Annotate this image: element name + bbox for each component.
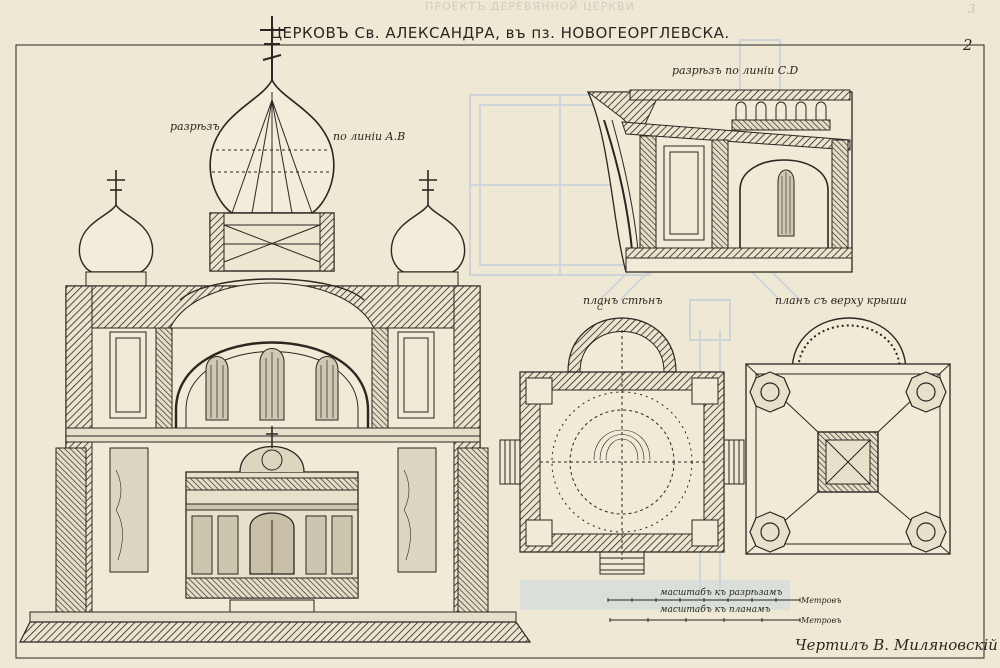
iconostasis	[185, 426, 359, 599]
corner-mark: 3	[968, 2, 976, 16]
section-ab-drawing	[19, 16, 532, 643]
scale-unit-1: Метровъ	[801, 596, 842, 605]
right-dome	[390, 203, 466, 273]
plan-roof-label: планъ съ верху крыши	[775, 294, 907, 307]
main-arch	[174, 341, 370, 428]
right-cross	[419, 170, 437, 205]
sheet-number: 2	[963, 36, 973, 54]
plan-point-label: C	[597, 303, 604, 312]
section-ab-label-part2: по линіи A.B	[333, 130, 406, 143]
left-cross	[107, 170, 125, 205]
section-cd-drawing	[586, 89, 853, 273]
sheet-frame	[15, 44, 985, 659]
sheet-title: ЦЕРКОВЪ Св. АЛЕКСАНДРА, въ пз. НОВОГЕОРГ…	[270, 24, 730, 42]
parapet-arches	[731, 101, 831, 131]
scale-sections-label: масштабъ къ разрѣзамъ	[660, 588, 783, 598]
left-dome	[78, 203, 154, 273]
draftsman-signature: Чертилъ В. Миляновскій	[795, 636, 998, 654]
plan-walls-label: планъ стѣнъ	[583, 294, 663, 307]
scale-plans-label: масштабъ къ планамъ	[660, 605, 771, 615]
section-cd-label: разрѣзъ по линіи C.D	[672, 64, 799, 77]
section-ab-label-part1: разрѣзъ	[170, 120, 220, 133]
plan-walls-drawing	[499, 317, 745, 575]
plan-roof-drawing	[745, 317, 951, 555]
roof-corner-domes	[749, 371, 947, 553]
ghost-title: ПРОЕКТЪ ДЕРЕВЯННОЙ ЦЕРКВИ	[425, 0, 635, 13]
scale-unit-2: Метровъ	[801, 616, 842, 625]
central-drum	[209, 212, 335, 272]
scale-bars	[607, 598, 801, 622]
central-cross	[260, 16, 284, 80]
